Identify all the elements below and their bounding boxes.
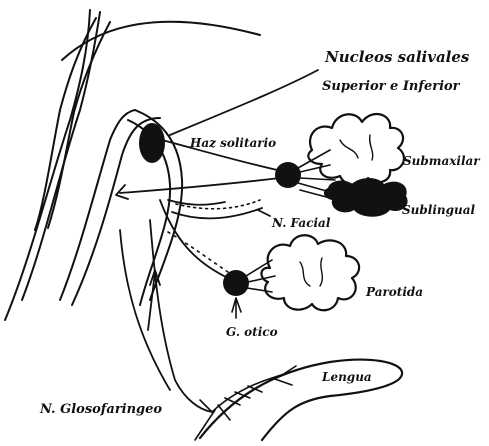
fiber-from-ganglion: [120, 178, 280, 193]
label-nucleos-line2: Superior e Inferior: [322, 79, 461, 94]
arrow-facial: [258, 210, 270, 216]
facial-nerve-path: [172, 208, 262, 218]
label-lengua: Lengua: [321, 370, 372, 384]
label-parotida: Parotida: [365, 285, 423, 299]
submandibular-gland: [308, 114, 404, 185]
label-haz-solitario: Haz solitario: [189, 136, 276, 150]
fiber-long-to-nucleus: [170, 70, 318, 135]
brainstem-outline: [5, 10, 260, 320]
label-submaxilar: Submaxilar: [403, 154, 481, 168]
parotid-gland: [261, 235, 359, 310]
label-n-glosofaringeo: N. Glosofaringeo: [39, 402, 162, 417]
otic-ganglion: [223, 270, 249, 296]
label-sublingual: Sublingual: [402, 203, 476, 217]
sublingual-gland: [324, 178, 408, 217]
submandibular-ganglion: [275, 162, 301, 188]
label-n-facial: N. Facial: [271, 216, 331, 230]
label-g-otico: G. otico: [226, 325, 278, 339]
haz-solitario-nucleus: [139, 123, 165, 163]
glossopharyngeal-fiber: [160, 200, 228, 278]
label-nucleos-line1: Nucleos salivales: [324, 48, 470, 66]
